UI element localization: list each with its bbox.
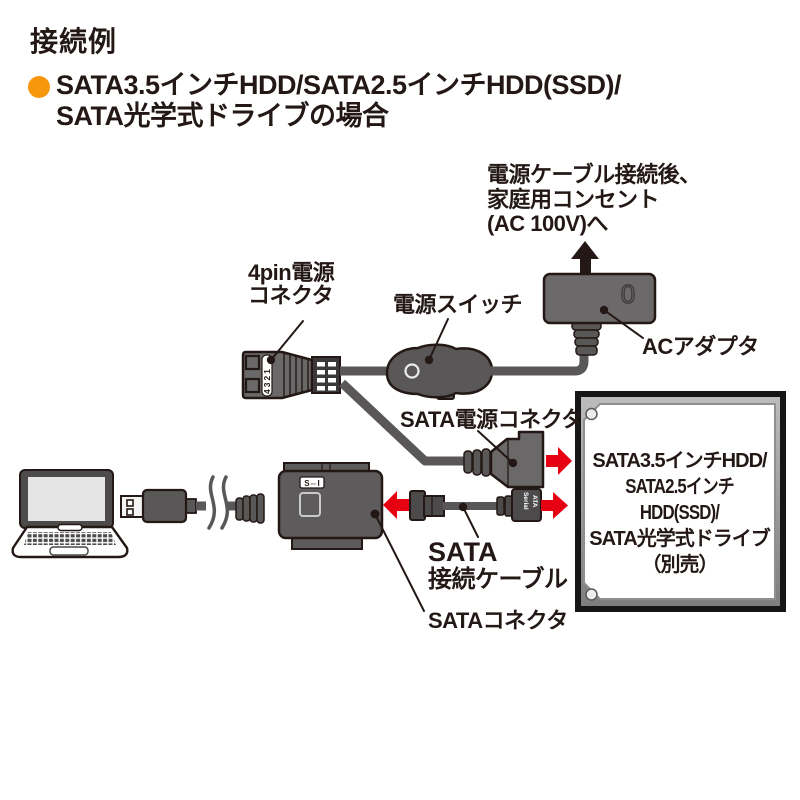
outlet-note: 電源ケーブル接続後、 家庭用コンセント (AC 100V)へ xyxy=(487,162,701,237)
subtitle-line2: SATA光学式ドライブの場合 xyxy=(56,101,389,131)
laptop-trackpad xyxy=(49,546,89,556)
laptop-screen xyxy=(28,477,105,521)
hdd-text-line3: SATA光学式ドライブ xyxy=(589,528,770,550)
outlet-note-line1: 電源ケーブル接続後、 xyxy=(487,162,701,187)
four-pin-hole-bottom xyxy=(244,377,261,394)
red-arrow-right-icon xyxy=(546,447,572,475)
subtitle: SATA3.5インチHDD/SATA2.5インチHDD(SSD)/ SATA光学… xyxy=(56,70,622,132)
cable-break-mark-right xyxy=(220,475,230,530)
hdd-text-line4: （別売） xyxy=(641,554,719,576)
hdd-text-line2: SATA2.5インチHDD(SSD)/ xyxy=(625,476,734,524)
sata-power-connector xyxy=(463,430,572,489)
sata-plug-text-2: ATA xyxy=(531,495,538,508)
usb-cable xyxy=(120,475,238,530)
four-pin-label: 4pin電源 コネクタ xyxy=(248,260,335,308)
hdd-screw-bottom xyxy=(585,588,598,601)
ac-adapter-strain-relief xyxy=(571,321,602,356)
sata-plug-text-1: Serial xyxy=(522,492,529,510)
sata-cable-left-collar xyxy=(423,495,445,517)
ac-adapter-zero-mark: 0 xyxy=(621,279,635,309)
sata-cable-left-cap xyxy=(409,490,426,521)
converter-badge xyxy=(299,476,325,489)
laptop xyxy=(11,469,129,559)
leader-sata-cable xyxy=(462,506,479,538)
power-switch-label: 電源スイッチ xyxy=(393,292,523,317)
four-pin-body xyxy=(241,350,314,400)
usb-plug-pin-top xyxy=(126,499,134,507)
leader-ac-adapter xyxy=(603,309,644,339)
hdd-screw-top xyxy=(585,407,598,421)
laptop-keyboard xyxy=(24,532,116,545)
sata-power-plug xyxy=(489,430,545,489)
page-title: 接続例 xyxy=(30,26,118,57)
usb-plug-body xyxy=(141,488,188,524)
usb-plug-pin-bottom xyxy=(126,508,134,516)
cable-to-sata-power xyxy=(338,379,467,466)
cable-break-mark-left xyxy=(207,475,217,530)
orange-bullet-icon xyxy=(28,76,50,98)
power-switch-body xyxy=(385,343,494,399)
ac-adapter-body xyxy=(542,272,657,325)
sata-connector-label: SATAコネクタ xyxy=(428,608,568,633)
ac-adapter-label: ACアダプタ xyxy=(642,334,759,359)
four-pin-label-line1: 4pin電源 xyxy=(248,260,335,285)
laptop-hinge-notch xyxy=(57,523,83,532)
four-pin-label-strip xyxy=(261,354,273,397)
ac-adapter: 0 xyxy=(542,241,657,356)
sata-cable-right-collar-2 xyxy=(504,495,513,517)
red-arrow-right2-icon xyxy=(541,492,568,519)
converter-strain-relief xyxy=(235,493,265,524)
converter-body xyxy=(277,469,384,540)
leader-dots xyxy=(266,305,609,519)
hdd-text-line1: SATA3.5インチHDD/ xyxy=(592,450,767,472)
converter-badge-text: S⇔I xyxy=(304,479,320,488)
hdd-box-text: SATA3.5インチHDD/ SATA2.5インチHDD(SSD)/ SATA光… xyxy=(584,448,775,578)
leader-four-pin xyxy=(270,320,304,361)
converter-box: S⇔I xyxy=(235,462,384,550)
subtitle-line1: SATA3.5インチHDD/SATA2.5インチHDD(SSD)/ xyxy=(56,70,622,100)
up-arrow-icon xyxy=(571,241,599,275)
sata-cable-label: SATA 接続ケーブル xyxy=(428,537,568,594)
cable-to-ac-adapter xyxy=(490,350,589,376)
hdd-face-panel xyxy=(583,403,776,600)
leader-sata-power xyxy=(477,430,514,464)
four-pin-power-connector: 4321 xyxy=(241,350,467,466)
converter-top-port-notch xyxy=(321,463,331,470)
four-pin-hole-top xyxy=(244,354,261,371)
converter-window xyxy=(299,492,321,517)
sata-power-connector-label: SATA電源コネクタ xyxy=(400,407,583,432)
sata-cable-label-line2: 接続ケーブル xyxy=(428,566,568,593)
outlet-note-line3: (AC 100V)へ xyxy=(487,211,608,236)
power-switch xyxy=(385,343,589,400)
outlet-note-line2: 家庭用コンセント xyxy=(487,186,660,212)
four-pin-label-line2: コネクタ xyxy=(248,283,334,308)
sata-connection-cable: Serial ATA xyxy=(383,488,568,522)
power-switch-button xyxy=(404,363,420,379)
sata-cable-label-line1: SATA xyxy=(428,537,498,567)
sata-cable-right-collar-1 xyxy=(496,496,505,516)
red-arrow-left-icon xyxy=(383,491,410,519)
four-pin-strain-slots xyxy=(317,362,336,391)
four-pin-ridges xyxy=(283,353,309,397)
leader-power-switch xyxy=(428,318,449,361)
leader-lines xyxy=(270,309,644,612)
four-pin-numbers: 4321 xyxy=(262,367,272,394)
hdd-box xyxy=(575,391,786,612)
leader-sata-connector xyxy=(374,513,425,612)
